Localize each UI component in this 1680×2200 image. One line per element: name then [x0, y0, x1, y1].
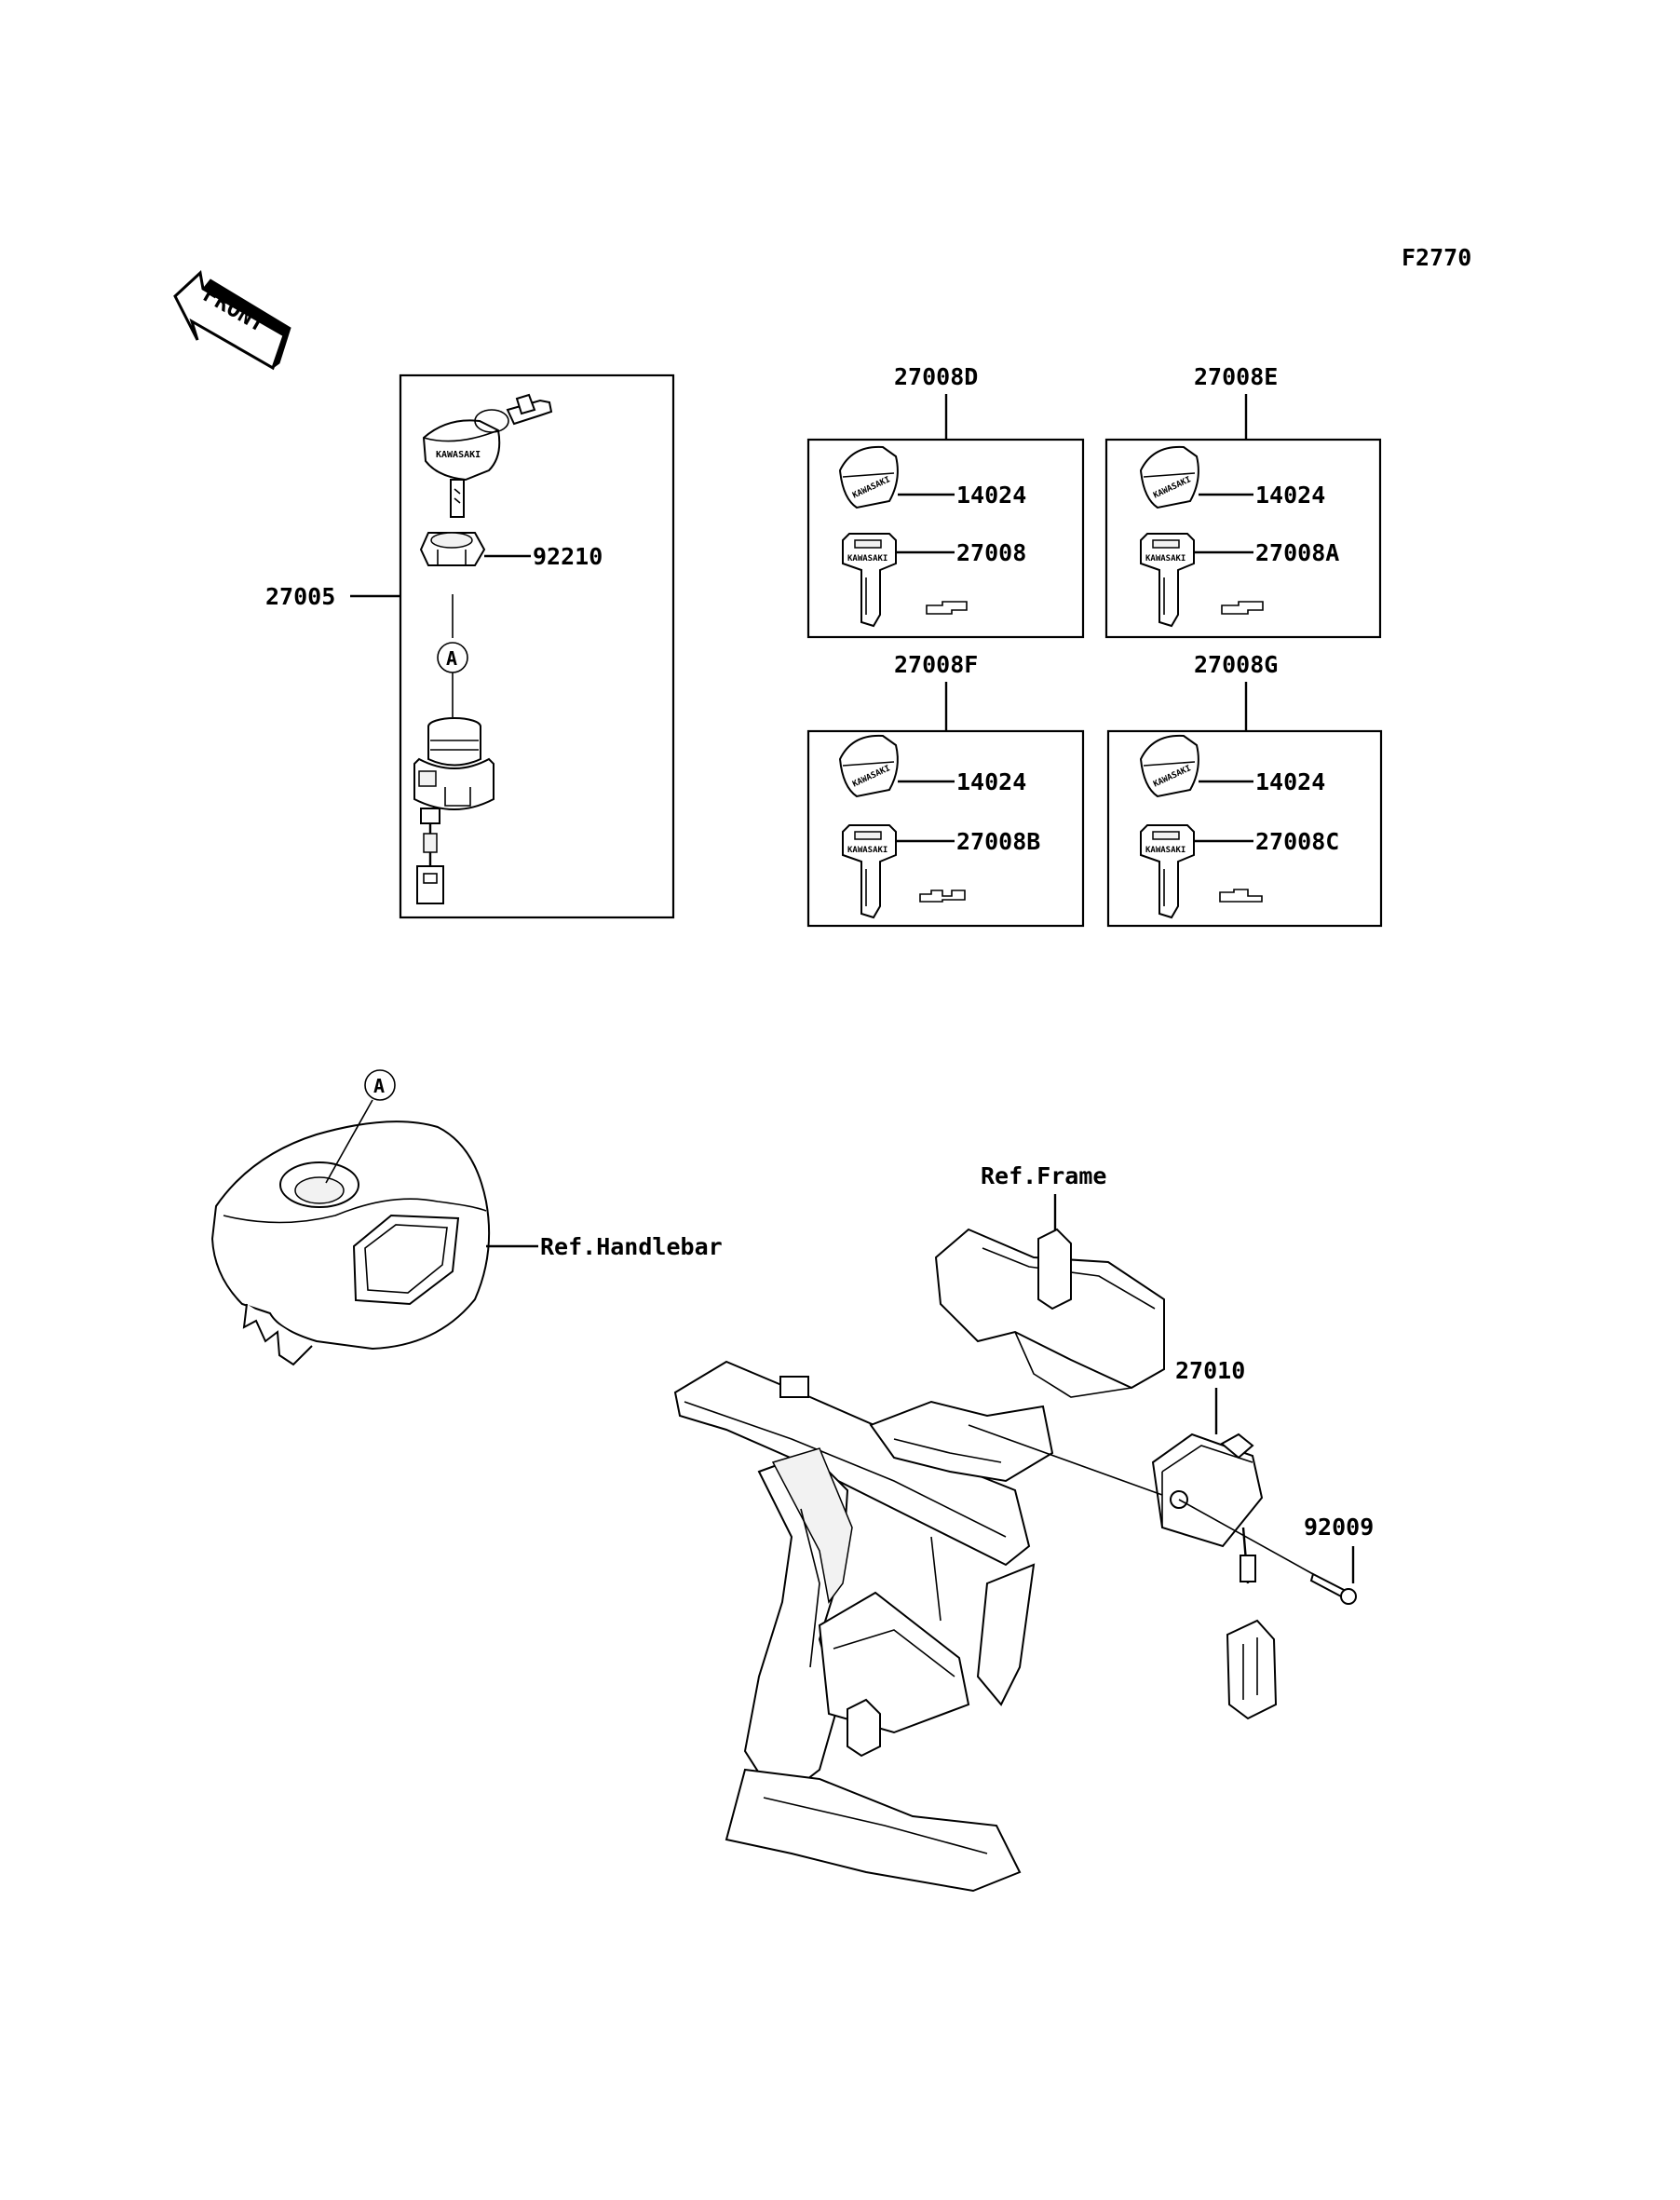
assembly-part-number: 27005: [265, 583, 335, 610]
ref-marker-a: A: [446, 647, 457, 670]
ref-marker-a-circle: [364, 1069, 396, 1101]
nut-label: 92210: [533, 543, 603, 570]
key-label: 27008: [956, 539, 1026, 566]
key-label: 27008C: [1255, 828, 1339, 855]
ignition-switch-body-icon: [413, 717, 495, 904]
frame-structure-icon: [673, 1228, 1165, 1893]
front-arrow-icon: FRONT: [173, 270, 291, 371]
key-blade-icon: KAWASAKI: [1140, 824, 1195, 919]
key-set-number: 27008D: [894, 363, 978, 390]
handlebar-cover-icon: [210, 1120, 491, 1366]
key-blade-icon: KAWASAKI: [1140, 533, 1195, 628]
svg-text:KAWASAKI: KAWASAKI: [847, 554, 887, 564]
key-set-frame: [806, 438, 1085, 639]
key-set-number: 27008F: [894, 651, 978, 678]
control-module-icon: [1151, 1433, 1278, 1720]
screw-label: 92009: [1304, 1514, 1374, 1541]
key-cap-icon: KAWASAKI: [1139, 734, 1199, 798]
key-set-frame: [1106, 729, 1383, 928]
key-blade-icon: KAWASAKI: [842, 533, 897, 628]
frame-label: Ref.Frame: [981, 1162, 1106, 1189]
key-set-2: 27008E KAWASAKI 14024 KAWASAKI 27008A: [1104, 363, 1382, 639]
svg-text:KAWASAKI: KAWASAKI: [436, 450, 481, 460]
screw-icon: [1309, 1572, 1357, 1605]
key-set-number: 27008E: [1194, 363, 1278, 390]
nut-icon: [419, 532, 486, 566]
key-set-4: 27008G KAWASAKI 14024 KAWASAKI 27008C: [1106, 651, 1383, 928]
svg-text:KAWASAKI: KAWASAKI: [1145, 554, 1185, 564]
key-label: 27008A: [1255, 539, 1339, 566]
key-set-3: 27008F KAWASAKI 14024 KAWASAKI 27008B: [806, 651, 1085, 928]
handlebar-ref-marker: A: [373, 1075, 385, 1097]
cap-label: 14024: [1255, 482, 1325, 509]
key-set-frame: [1104, 438, 1382, 639]
key-cap-icon: KAWASAKI: [1139, 445, 1199, 509]
svg-text:KAWASAKI: KAWASAKI: [1145, 846, 1185, 855]
key-cap-icon: KAWASAKI: [838, 734, 899, 798]
ignition-key-icon: KAWASAKI: [422, 393, 553, 518]
ignition-switch-assembly: 27005 KAWASAKI 92210 A: [265, 373, 675, 919]
key-blade-icon: KAWASAKI: [842, 824, 897, 919]
key-cut-profile-icon: [1219, 889, 1263, 903]
key-cap-icon: KAWASAKI: [838, 445, 899, 509]
cap-label: 14024: [956, 768, 1026, 795]
key-set-frame: [806, 729, 1085, 928]
assembly-frame: [399, 373, 675, 919]
key-cut-profile-icon: [919, 890, 966, 903]
cap-label: 14024: [1255, 768, 1325, 795]
diagram-code: F2770: [1402, 244, 1471, 271]
key-cut-profile-icon: [1221, 601, 1264, 615]
key-set-number: 27008G: [1194, 651, 1278, 678]
module-label: 27010: [1175, 1357, 1245, 1384]
key-label: 27008B: [956, 828, 1040, 855]
key-set-1: 27008D KAWASAKI 14024 KAWASAKI 27008: [806, 363, 1085, 639]
handlebar-label: Ref.Handlebar: [540, 1233, 723, 1260]
svg-text:KAWASAKI: KAWASAKI: [847, 846, 887, 855]
key-cut-profile-icon: [926, 601, 968, 615]
cap-label: 14024: [956, 482, 1026, 509]
